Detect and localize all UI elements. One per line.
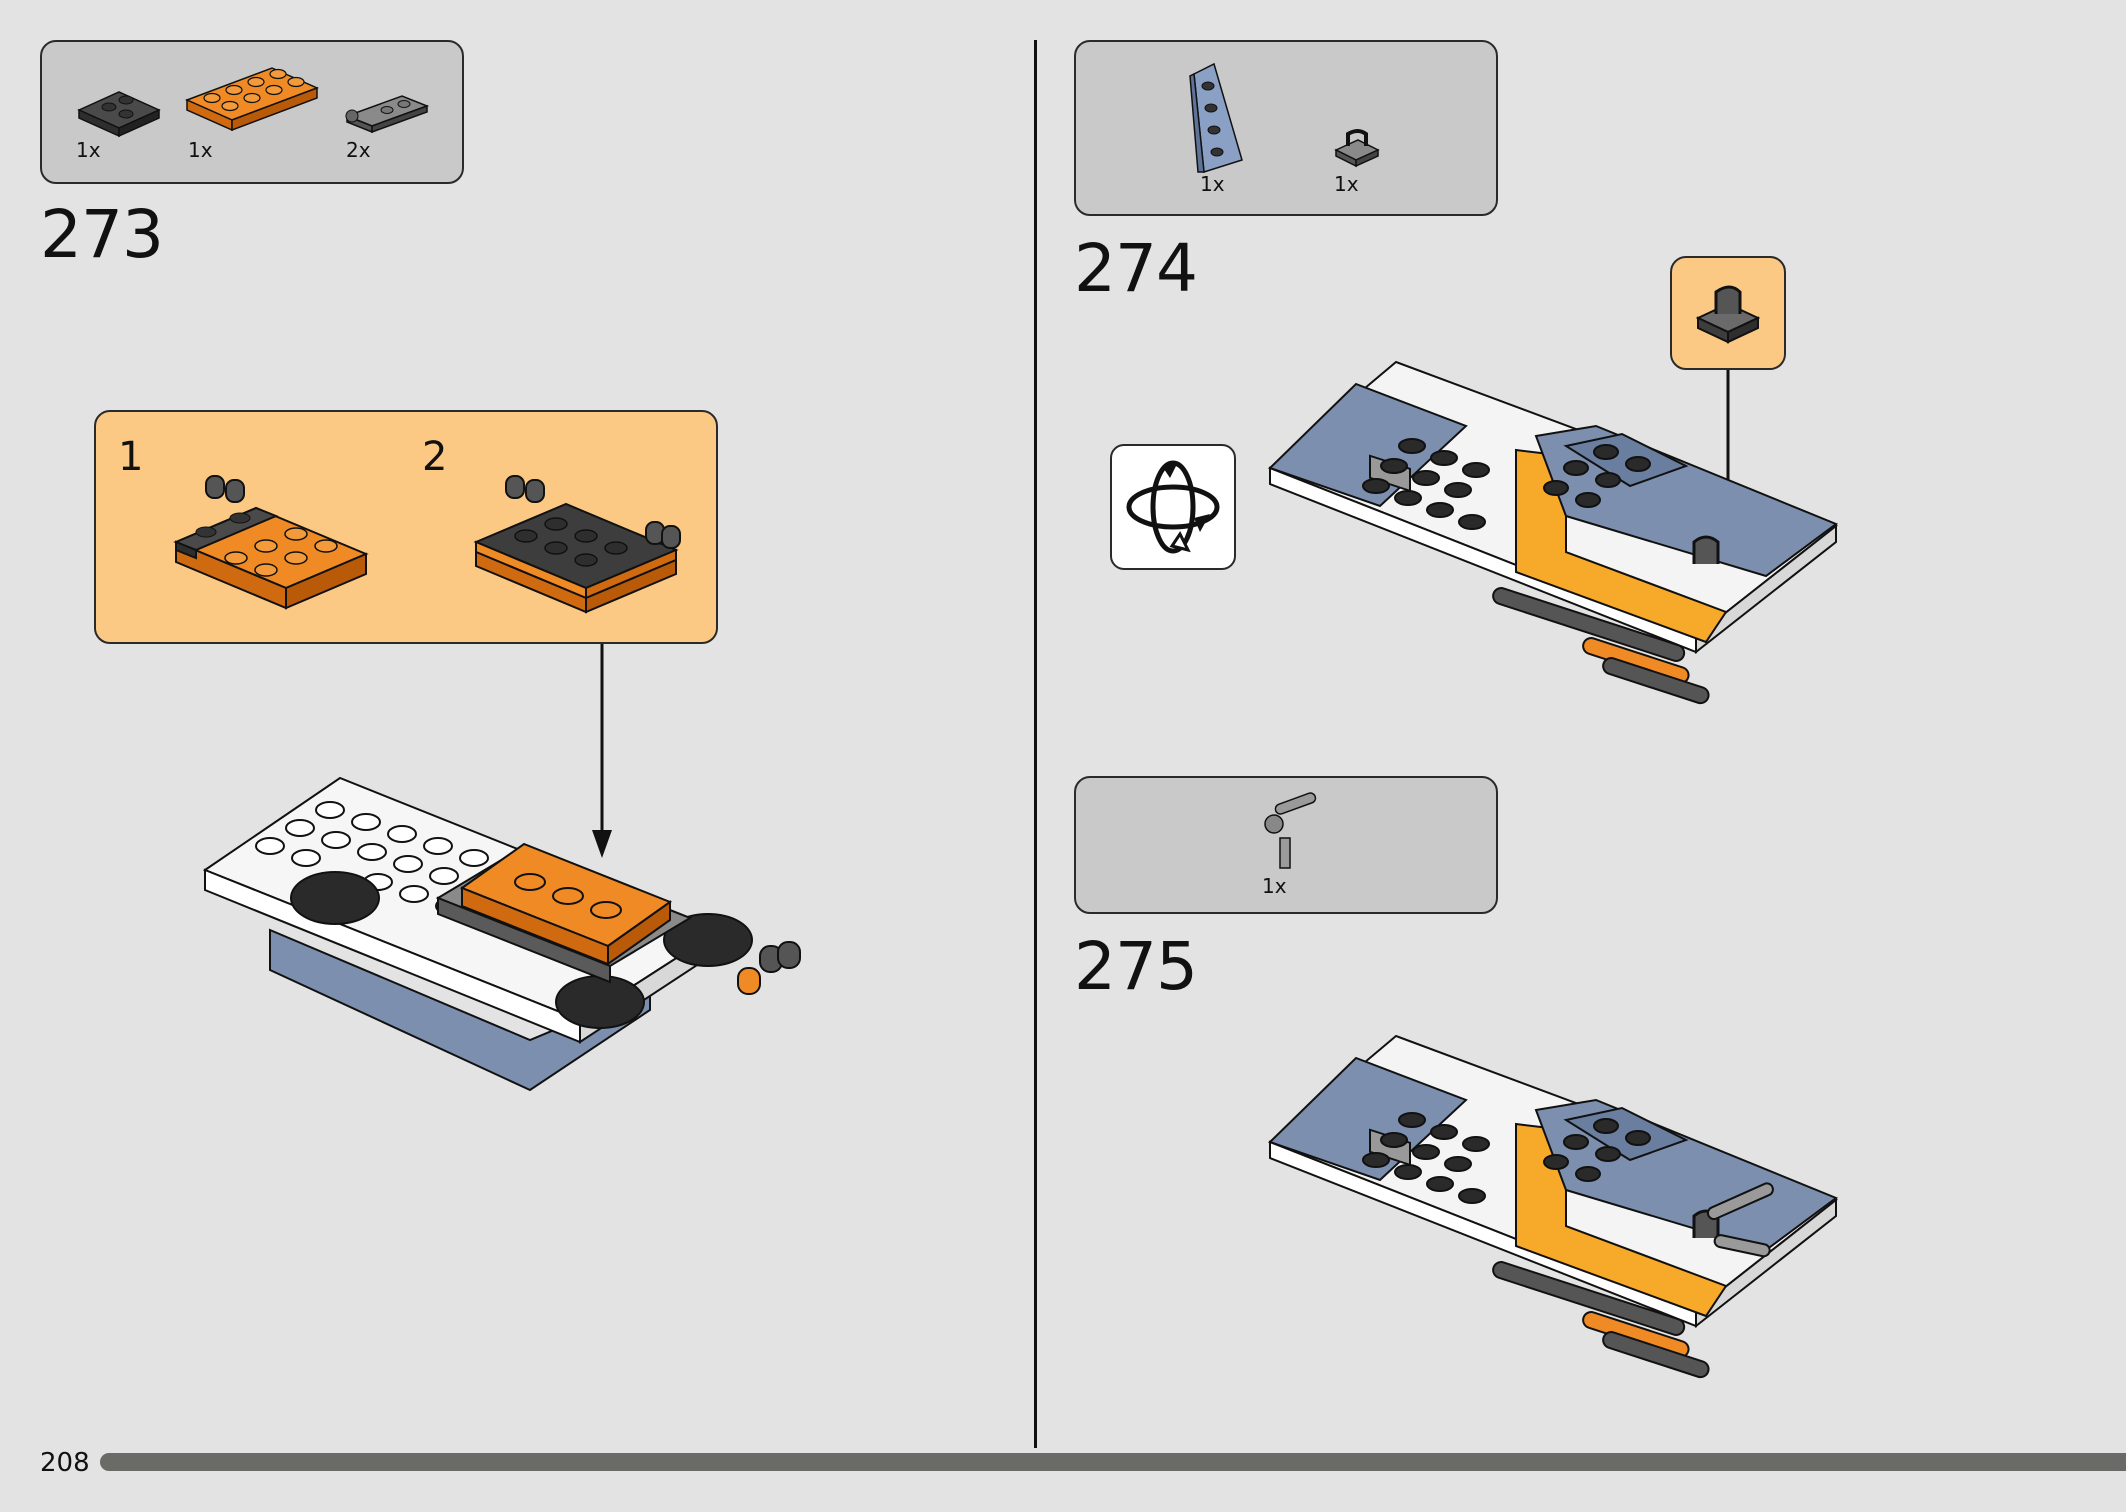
substep-2-illustration [473, 475, 681, 614]
step-273-model [202, 776, 801, 1092]
substep-number: 2 [422, 434, 448, 480]
gray-bar-handle-icon [1264, 792, 1317, 869]
substep-box-273: 1 2 [94, 410, 718, 644]
sand-blue-wedge-plate-icon [1189, 62, 1243, 173]
step-number-275: 275 [1074, 928, 1198, 1005]
orange-plate-2x4-icon [185, 67, 319, 132]
parts-list-275: 1x [1074, 776, 1498, 914]
gray-hinge-clip-icon [344, 95, 430, 134]
step-number-274: 274 [1074, 230, 1198, 307]
rotate-model-icon [1126, 460, 1220, 554]
gray-clip-icon [1334, 129, 1380, 168]
parts-list-273: 1x 1x 2x [40, 40, 464, 184]
part-qty: 1x [76, 138, 101, 162]
gray-clip-callout-icon [1695, 285, 1761, 344]
clip-callout [1670, 256, 1786, 370]
part-qty: 1x [1262, 874, 1287, 898]
placement-arrow [592, 644, 612, 858]
part-qty: 1x [1200, 172, 1225, 196]
part-qty: 2x [346, 138, 371, 162]
page-number: 208 [40, 1448, 90, 1478]
part-qty: 1x [1334, 172, 1359, 196]
dark-gray-hinge-plate-icon [77, 91, 161, 138]
substep-1-illustration [173, 475, 369, 610]
step-274-model [1268, 360, 1839, 705]
substep-number: 1 [118, 434, 144, 480]
rotate-model-box [1110, 444, 1236, 570]
step-number-273: 273 [40, 196, 164, 273]
page-divider [1034, 40, 1037, 1448]
progress-bar [100, 1453, 2126, 1471]
step-275-model [1268, 1034, 1839, 1379]
parts-list-274: 1x 1x [1074, 40, 1498, 216]
part-qty: 1x [188, 138, 213, 162]
